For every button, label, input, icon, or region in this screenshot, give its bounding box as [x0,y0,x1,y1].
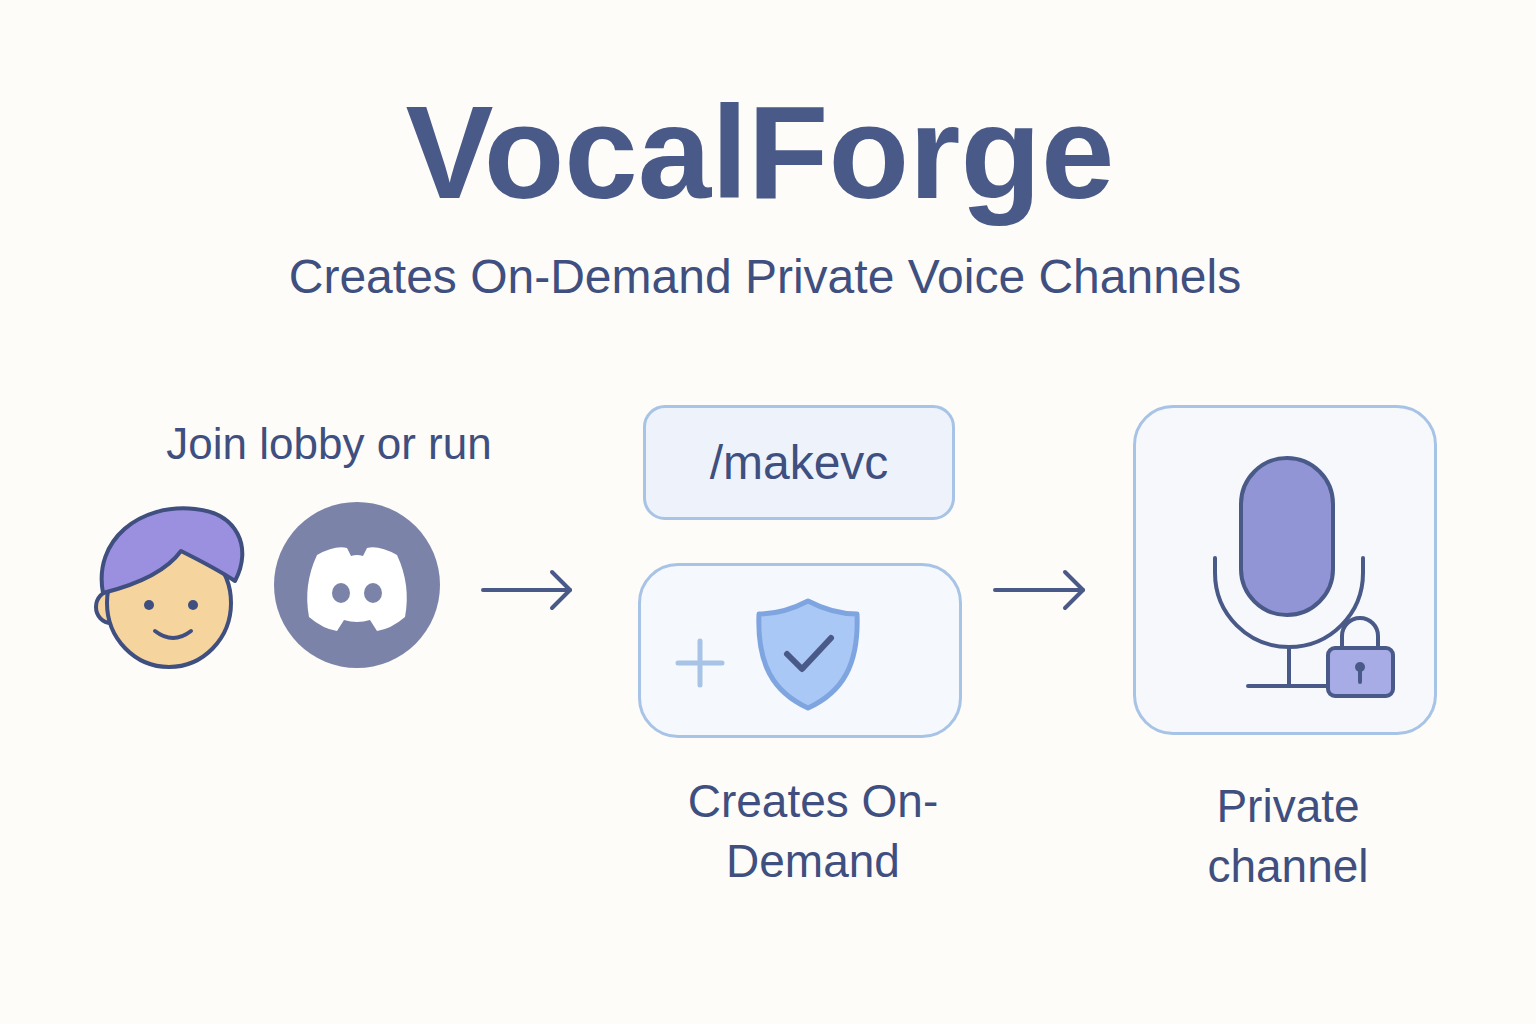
arrow-stroke [483,588,570,592]
command-box: /makevc [643,405,955,520]
node-label: Creates On-Demand [653,771,973,891]
arrow-stroke [552,572,570,608]
flow-arrow [483,572,570,608]
icon-illustration [1136,408,1440,738]
arrow-stroke [1065,572,1083,608]
node-label: Private channel [1138,776,1438,896]
node-label: Join lobby or run [99,418,559,470]
title: VocalForge [0,78,1520,228]
icon-illustration [85,495,445,680]
icon-illustration [641,566,965,741]
private-channel-box: Private channel [1133,405,1437,735]
flow-arrow [995,572,1083,608]
user-group: Join lobby or run [85,495,445,680]
subtitle: Creates On-Demand Private Voice Channels [289,248,1241,306]
node-label: /makevc [686,434,913,492]
create-box: Creates On-Demand [638,563,962,738]
arrow-stroke [995,588,1083,592]
